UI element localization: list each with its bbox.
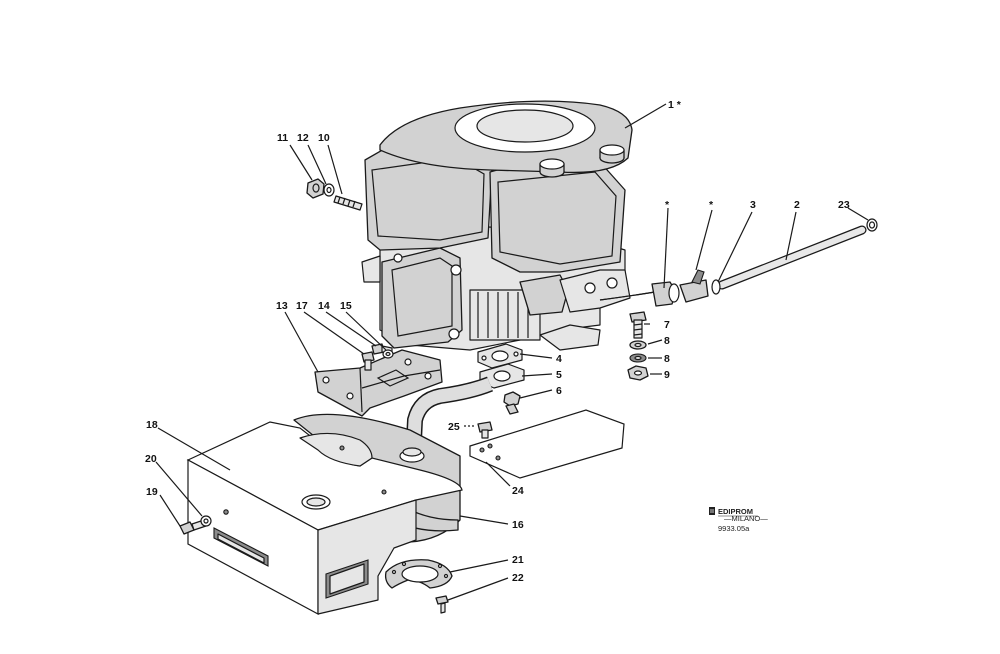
callout-star-valve: * xyxy=(709,199,714,211)
callout-25: 25 xyxy=(448,421,460,433)
bolt-25 xyxy=(477,421,493,439)
callout-22: 22 xyxy=(512,572,524,584)
nut-9 xyxy=(627,365,649,381)
callout-12: 12 xyxy=(297,132,309,144)
callout-6: 6 xyxy=(556,385,562,397)
callout-9: 9 xyxy=(664,369,670,381)
callout-4: 4 xyxy=(556,353,562,365)
callout-13: 13 xyxy=(276,300,288,312)
callout-7: 7 xyxy=(664,319,670,331)
callout-2: 2 xyxy=(794,199,800,211)
washer-15 xyxy=(382,349,394,359)
callout-11: 11 xyxy=(277,132,288,144)
nut-11 xyxy=(306,178,325,199)
leader-lines xyxy=(155,103,869,601)
fuel-line xyxy=(599,218,878,307)
callout-16: 16 xyxy=(512,519,524,531)
callout-17: 17 xyxy=(296,300,308,312)
bracket-13 xyxy=(314,349,443,417)
callout-21: 21 xyxy=(512,554,524,566)
gasket-4 xyxy=(477,343,523,369)
bolt-7 xyxy=(629,311,647,339)
callout-20: 20 xyxy=(145,453,157,465)
bolt-17 xyxy=(361,351,375,371)
callout-10: 10 xyxy=(318,132,330,144)
washer-8a xyxy=(629,340,647,350)
callout-1: 1 * xyxy=(668,99,682,111)
nut-6 xyxy=(503,391,521,415)
washer-8b xyxy=(629,353,647,363)
callout-8a: 8 xyxy=(664,335,670,347)
callout-3: 3 xyxy=(750,199,756,211)
screw-22 xyxy=(435,595,449,614)
stud-10 xyxy=(333,195,363,211)
callout-19: 19 xyxy=(146,486,158,498)
callout-8b: 8 xyxy=(664,353,670,365)
callout-24: 24 xyxy=(512,485,524,497)
callout-15: 15 xyxy=(340,300,352,312)
callout-labels: 1 * 2 3 * * 23 11 12 10 7 8 8 9 13 17 14… xyxy=(145,99,850,584)
logo-subtitle: —MILANO— xyxy=(724,514,768,523)
washer-20 xyxy=(200,515,212,527)
callout-5: 5 xyxy=(556,369,562,381)
gasket-ring-21 xyxy=(384,559,453,589)
logo-name: EDIPROM xyxy=(718,507,753,516)
callout-14: 14 xyxy=(318,300,330,312)
exhaust-pipe xyxy=(406,376,493,441)
callout-23: 23 xyxy=(838,199,850,211)
engine xyxy=(361,100,633,351)
plate-24 xyxy=(469,409,625,479)
washer-12 xyxy=(323,183,335,197)
callout-18: 18 xyxy=(146,419,158,431)
ediprom-logo: EDIPROM —MILANO— 9933.05a xyxy=(709,507,768,533)
heat-shield-18 xyxy=(186,421,463,616)
drawing-code: 9933.05a xyxy=(718,524,750,533)
callout-star-fitting: * xyxy=(665,199,670,211)
